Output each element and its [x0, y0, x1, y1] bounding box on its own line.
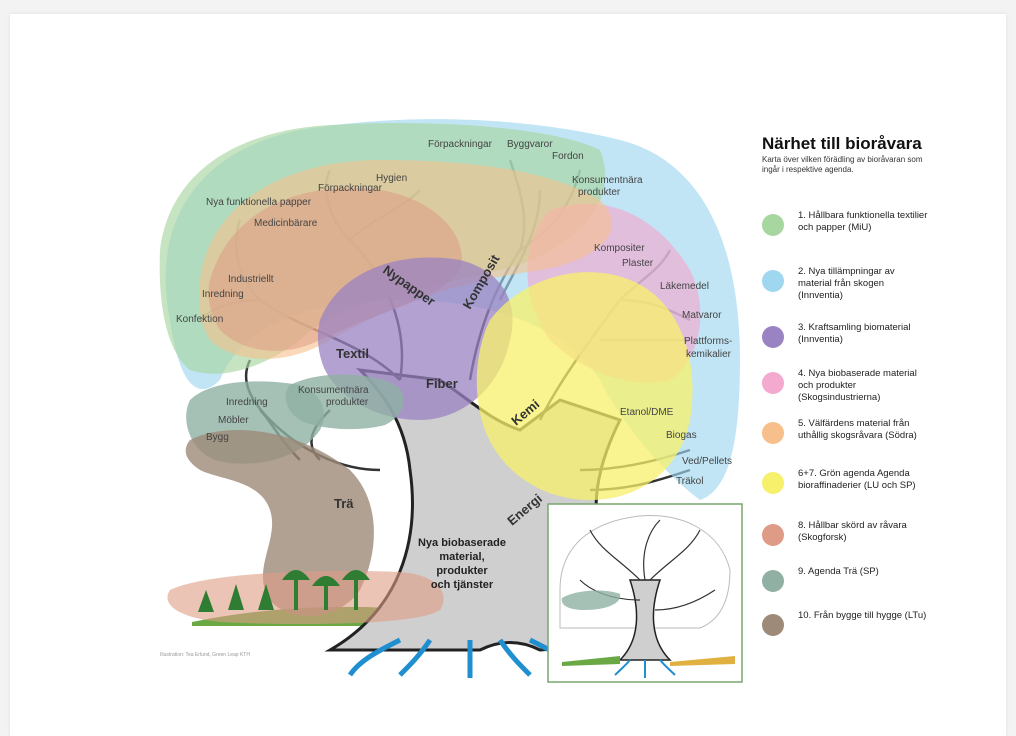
product-label: Konsumentnära — [572, 175, 643, 186]
legend-swatch — [762, 326, 784, 348]
legend-item-label: 9. Agenda Trä (SP) — [798, 566, 928, 578]
legend-panel: Närhet till bioråvara Karta över vilken … — [762, 134, 1002, 175]
legend-swatch — [762, 614, 784, 636]
legend-item-label: 10. Från bygge till hygge (LTu) — [798, 610, 928, 622]
legend-swatch — [762, 422, 784, 444]
legend-swatch — [762, 270, 784, 292]
legend-swatch — [762, 570, 784, 592]
product-label: Etanol/DME — [620, 407, 674, 418]
trunk-label-line1: Nya biobaserade — [418, 537, 506, 549]
branch-label-textil: Textil — [336, 346, 369, 361]
product-label: Förpackningar — [318, 183, 383, 194]
branch-label-tra: Trä — [334, 496, 354, 511]
product-label: Förpackningar — [428, 139, 493, 150]
inset-thumbnail — [548, 504, 742, 682]
product-label: Nya funktionella papper — [206, 197, 312, 208]
legend-item-1: 1. Hållbara funktionella textilier och p… — [762, 210, 1002, 256]
tree-stem — [354, 580, 358, 610]
trunk-label-line4: och tjänster — [431, 579, 494, 591]
legend-item-2: 2. Nya tillämpningar av material från sk… — [762, 266, 1002, 312]
product-label: Bygg — [206, 432, 229, 443]
legend-title: Närhet till bioråvara — [762, 134, 1002, 153]
legend-item-5: 5. Välfärdens material från uthållig sko… — [762, 418, 1002, 464]
tree-stem — [324, 586, 328, 610]
legend-item-label: 8. Hållbar skörd av råvara (Skogforsk) — [798, 520, 928, 544]
product-label: Matvaror — [682, 310, 722, 321]
illustration-credit: Illustration: Tea Erlund, Green Leap KTH — [160, 652, 250, 658]
legend-item-4: 4. Nya biobaserade material och produkte… — [762, 368, 1002, 414]
product-label: produkter — [578, 187, 621, 198]
product-label: Fordon — [552, 151, 584, 162]
product-label: Inredning — [202, 289, 244, 300]
trunk-label-line2: material, — [439, 551, 484, 563]
legend-subtitle: Karta över vilken förädling av bioråvara… — [762, 155, 932, 175]
legend-item-6-7: 6+7. Grön agenda Agenda bioraffinaderier… — [762, 468, 1002, 514]
legend-item-3: 3. Kraftsamling biomaterial (Innventia) — [762, 322, 1002, 368]
product-label: kemikalier — [686, 349, 732, 360]
product-label: Medicinbärare — [254, 218, 318, 229]
product-label: Plattforms- — [684, 336, 732, 347]
product-label: Konfektion — [176, 314, 223, 325]
legend-item-label: 6+7. Grön agenda Agenda bioraffinaderier… — [798, 468, 928, 492]
branch-label-fiber: Fiber — [426, 376, 458, 391]
legend-swatch — [762, 372, 784, 394]
legend-item-label: 2. Nya tillämpningar av material från sk… — [798, 266, 928, 302]
product-label: Plaster — [622, 258, 654, 269]
product-label: Läkemedel — [660, 281, 709, 292]
legend-item-label: 5. Välfärdens material från uthållig sko… — [798, 418, 928, 442]
product-label: Möbler — [218, 415, 249, 426]
product-label: Ved/Pellets — [682, 456, 732, 467]
legend-item-9: 9. Agenda Trä (SP) — [762, 566, 1002, 612]
legend-item-label: 3. Kraftsamling biomaterial (Innventia) — [798, 322, 928, 346]
product-label: Industriellt — [228, 274, 274, 285]
product-label: Träkol — [676, 476, 703, 487]
trunk-label-line3: produkter — [436, 565, 488, 577]
legend-item-label: 4. Nya biobaserade material och produkte… — [798, 368, 928, 404]
legend-item-label: 1. Hållbara funktionella textilier och p… — [798, 210, 928, 234]
legend-swatch — [762, 214, 784, 236]
product-label: Byggvaror — [507, 139, 553, 150]
legend-item-10: 10. Från bygge till hygge (LTu) — [762, 610, 1002, 656]
product-label: Kompositer — [594, 243, 645, 254]
bubble-agenda-6-7 — [477, 272, 693, 500]
legend-swatch — [762, 524, 784, 546]
product-label: produkter — [326, 397, 369, 408]
tree-stem — [294, 580, 298, 610]
product-label: Biogas — [666, 430, 697, 441]
legend-item-8: 8. Hållbar skörd av råvara (Skogforsk) — [762, 520, 1002, 566]
product-label: Konsumentnära — [298, 385, 369, 396]
product-label: Inredning — [226, 397, 268, 408]
legend-swatch — [762, 472, 784, 494]
